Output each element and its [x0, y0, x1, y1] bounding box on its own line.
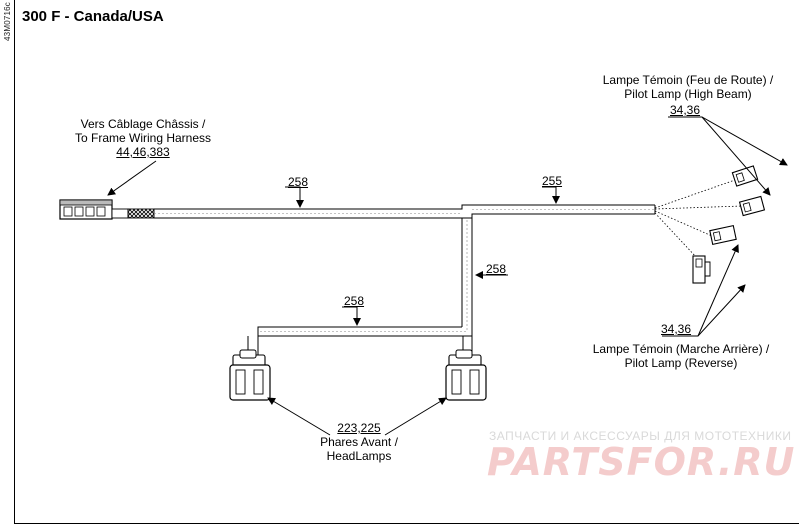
reverse-label-fr: Lampe Témoin (Marche Arrière) / — [592, 342, 770, 356]
headlamps-label-fr: Phares Avant / — [320, 435, 398, 449]
high-beam-label-fr: Lampe Témoin (Feu de Route) / — [602, 73, 774, 87]
frame-harness-label-en: To Frame Wiring Harness — [74, 131, 212, 145]
high-beam-label-en: Pilot Lamp (High Beam) — [624, 87, 752, 101]
wire-label-main: 258 — [288, 175, 309, 189]
pilot-lamp-wires — [654, 179, 743, 259]
frame-harness-connector — [59, 199, 113, 220]
headlamps-ref: 223,225 — [337, 421, 381, 435]
reverse-ref: 34,36 — [661, 322, 692, 336]
frame-harness-label: Vers Câblage Châssis / To Frame Wiring H… — [54, 117, 232, 159]
reverse-connector-1 — [709, 225, 737, 245]
reverse-label: Lampe Témoin (Marche Arrière) / Pilot La… — [564, 342, 798, 370]
headlamps-label-en: HeadLamps — [326, 449, 392, 463]
wire-label-vertical: 258 — [486, 262, 507, 276]
reverse-connector-2 — [692, 255, 711, 284]
high-beam-connector-1 — [731, 165, 759, 187]
high-beam-label: Lampe Témoin (Feu de Route) / Pilot Lamp… — [575, 73, 800, 101]
page-title: 300 F - Canada/USA — [22, 8, 164, 25]
main-harness — [111, 204, 656, 219]
high-beam-ref: 34,36 — [670, 103, 701, 117]
frame-harness-label-fr: Vers Câblage Châssis / — [80, 117, 206, 131]
wire-label-right: 255 — [542, 174, 563, 188]
reverse-label-en: Pilot Lamp (Reverse) — [624, 356, 738, 370]
watermark-tagline: ЗАПЧАСТИ И АКСЕССУАРЫ ДЛЯ МОТОТЕХНИКИ — [489, 429, 792, 443]
watermark-logo: PARTSFOR.RU — [487, 440, 796, 484]
headlamp-connector-left — [229, 349, 271, 401]
high-beam-connector-2 — [738, 195, 766, 217]
leader-lines — [107, 116, 788, 436]
headlamps-label: 223,225 Phares Avant / HeadLamps — [296, 421, 422, 463]
wire-label-lower: 258 — [344, 294, 365, 308]
headlamp-branch — [247, 218, 473, 355]
frame-harness-ref: 44,46,383 — [116, 145, 170, 159]
headlamp-connector-right — [445, 349, 487, 401]
drawing-frame — [14, 0, 799, 524]
